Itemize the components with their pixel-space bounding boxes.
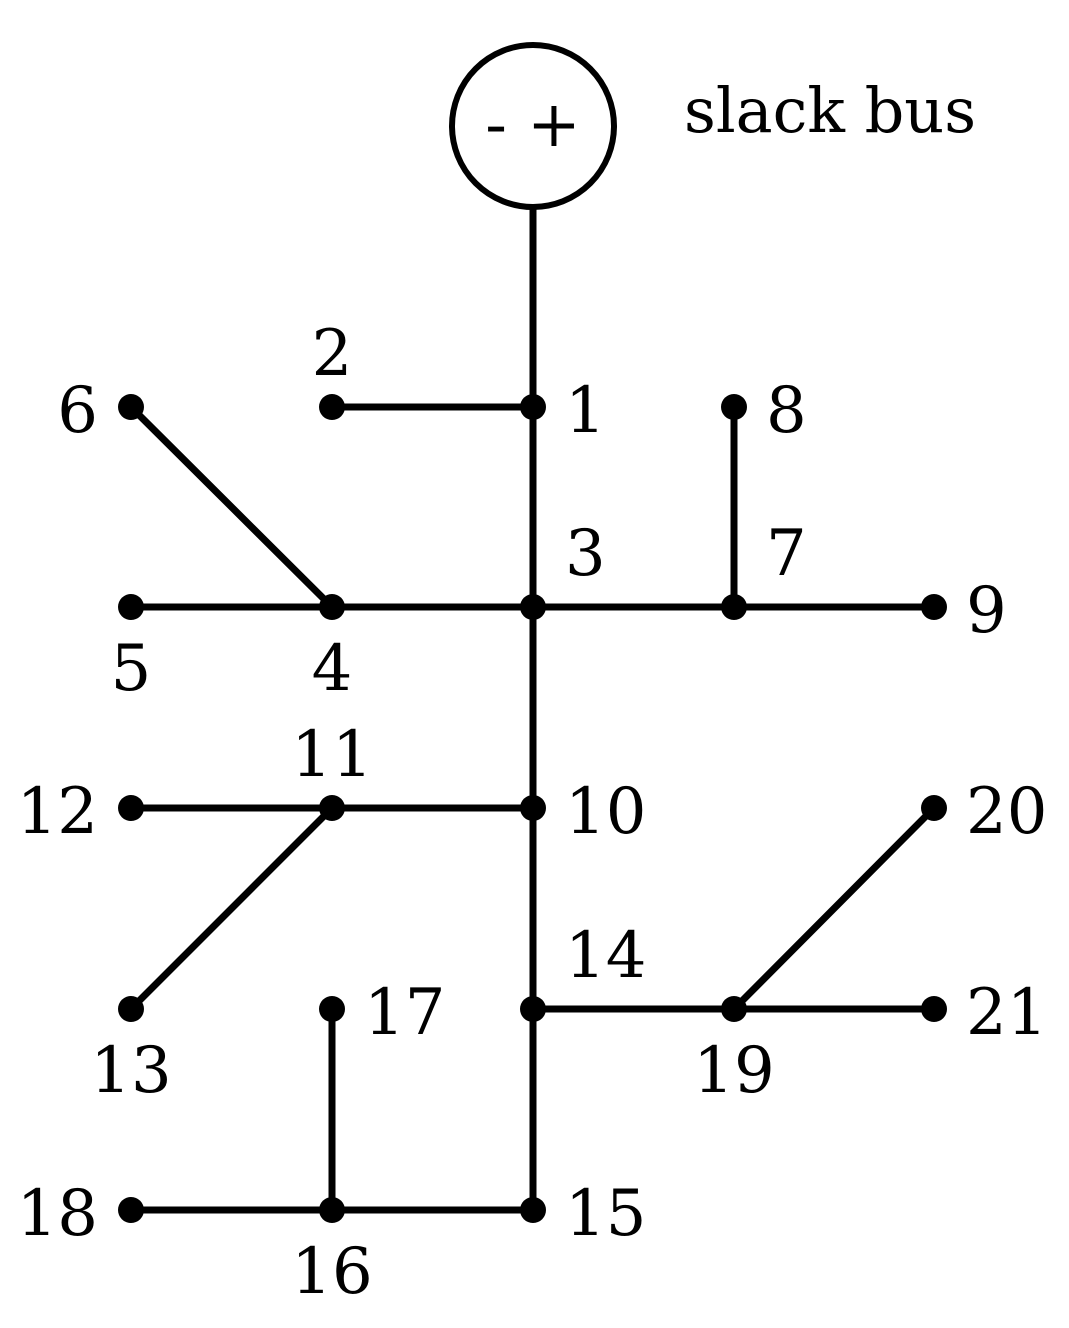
bus-label-15: 15 (565, 1177, 646, 1251)
bus-node-17 (319, 996, 345, 1022)
bus-label-16: 16 (291, 1235, 372, 1309)
bus-node-15 (520, 1197, 546, 1223)
bus-node-6 (118, 394, 144, 420)
bus-node-19 (721, 996, 747, 1022)
bus-node-14 (520, 996, 546, 1022)
bus-node-9 (921, 594, 947, 620)
bus-label-14: 14 (565, 919, 646, 993)
line-11-13 (127, 804, 336, 1013)
bus-label-13: 13 (90, 1034, 171, 1108)
bus-label-7: 7 (766, 517, 807, 591)
bus-label-12: 12 (17, 775, 98, 849)
bus-label-18: 18 (17, 1177, 98, 1251)
bus-label-21: 21 (966, 976, 1047, 1050)
bus-label-8: 8 (766, 374, 807, 448)
bus-label-3: 3 (565, 517, 606, 591)
bus-node-7 (721, 594, 747, 620)
bus-node-4 (319, 594, 345, 620)
bus-label-17: 17 (364, 976, 445, 1050)
bus-node-16 (319, 1197, 345, 1223)
source-polarity-text: - + (485, 88, 581, 162)
bus-node-12 (118, 795, 144, 821)
bus-label-5: 5 (111, 632, 152, 706)
voltage-source-icon (449, 42, 617, 210)
slack-bus-label: slack bus (684, 74, 976, 147)
bus-label-9: 9 (966, 574, 1007, 648)
slack-bus-source: - + (449, 42, 617, 210)
bus-node-2 (319, 394, 345, 420)
bus-node-1 (520, 394, 546, 420)
bus-label-6: 6 (57, 374, 98, 448)
bus-node-10 (520, 795, 546, 821)
bus-node-18 (118, 1197, 144, 1223)
bus-label-19: 19 (693, 1034, 774, 1108)
bus-label-2: 2 (312, 317, 353, 391)
bus-node-3 (520, 594, 546, 620)
bus-node-8 (721, 394, 747, 420)
bus-label-20: 20 (966, 775, 1047, 849)
bus-label-1: 1 (565, 374, 606, 448)
bus-layer (118, 394, 947, 1223)
bus-node-11 (319, 795, 345, 821)
bus-node-20 (921, 795, 947, 821)
bus-label-11: 11 (291, 718, 372, 792)
bus-node-21 (921, 996, 947, 1022)
line-4-6 (127, 403, 336, 611)
bus-node-5 (118, 594, 144, 620)
bus-node-13 (118, 996, 144, 1022)
bus-label-4: 4 (312, 632, 353, 706)
line-layer (127, 203, 938, 1214)
bus-label-10: 10 (565, 775, 646, 849)
line-19-20 (730, 804, 938, 1013)
